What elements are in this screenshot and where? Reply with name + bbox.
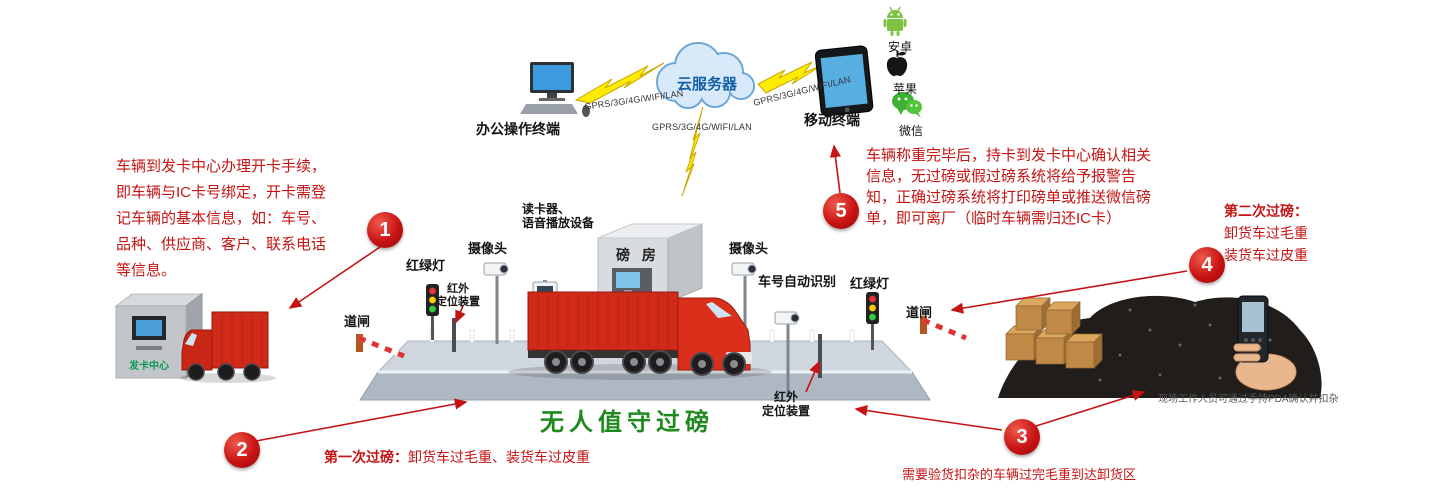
second-weigh-line2: 装货车过皮重 <box>1224 247 1308 263</box>
infrared-right-line1: 红外 <box>774 390 799 404</box>
traffic-light-right-label: 红绿灯 <box>850 276 890 291</box>
infrared-post-right <box>818 334 822 378</box>
main-title: 无人值守过磅 <box>540 409 714 436</box>
infrared-post-left <box>452 318 456 352</box>
infrared-left-label: 红外 定位装置 <box>436 283 480 309</box>
infrared-left-line1: 红外 <box>447 283 469 295</box>
mobile-terminal-label: 移动终端 <box>804 112 860 128</box>
apple-icon <box>886 51 908 76</box>
second-weigh-note: 第二次过磅： 卸货车过毛重 装货车过皮重 <box>1224 200 1308 266</box>
step-circle-3: 3 <box>1004 419 1040 455</box>
barrier-gate-right-icon <box>920 316 967 341</box>
cloud-server-icon <box>656 42 755 109</box>
cloud-server-label: 云服务器 <box>676 76 737 93</box>
first-weigh-heading: 第一次过磅： <box>324 449 408 465</box>
card-center-label: 发卡中心 <box>129 361 169 372</box>
weigh-house <box>597 223 703 303</box>
camera-left-label: 摄像头 <box>468 241 508 256</box>
infrared-right-line2: 定位装置 <box>762 404 811 418</box>
truck-on-scale <box>508 291 772 380</box>
apple-label: 苹果 <box>893 82 918 96</box>
barrier-left-label: 道闸 <box>344 314 371 329</box>
infrared-left-line2: 定位装置 <box>436 296 480 308</box>
cargo-boxes <box>1005 297 1103 369</box>
barrier-gate-left-icon <box>356 334 405 359</box>
step-circle-1: 1 <box>367 212 403 248</box>
anpr-camera-icon <box>774 311 800 396</box>
card-reader-label-line1: 读卡器、 <box>522 202 571 216</box>
truck-at-card-center <box>180 311 276 383</box>
step-circle-2: 2 <box>224 432 260 468</box>
mobile-tablet-icon <box>814 45 874 117</box>
pda-note: 现场工作人员可通过手持PDA确认并扣杂 <box>1158 394 1339 405</box>
second-weigh-line1: 卸货车过毛重 <box>1224 225 1308 241</box>
first-weigh-text: 卸货车过毛重、装货车过皮重 <box>408 449 590 465</box>
android-icon <box>883 6 907 36</box>
step-circle-4: 4 <box>1189 247 1225 283</box>
lightning-bolt-left <box>574 62 665 104</box>
first-weigh-note: 第一次过磅：卸货车过毛重、装货车过皮重 <box>324 446 590 469</box>
step5-note: 车辆称重完毕后，持卡到发卡中心确认相关信息，无过磅或假过磅系统将给予报警告知，正… <box>866 147 1152 227</box>
step-circle-5: 5 <box>823 193 859 229</box>
step1-note: 车辆到发卡中心办理开卡手续，即车辆与IC卡号绑定，开卡需登记车辆的基本信息，如：… <box>116 158 327 279</box>
second-weigh-heading: 第二次过磅： <box>1224 203 1308 219</box>
wechat-label: 微信 <box>899 124 924 138</box>
card-reader-label: 读卡器、 语音播放设备 <box>522 202 594 230</box>
barrier-right-label: 道闸 <box>906 305 933 320</box>
pda-in-hand-icon <box>1233 295 1297 391</box>
step3-note: 需要验货扣杂的车辆过完毛重到达卸货区 <box>902 467 1137 482</box>
flow-arrows <box>255 144 1188 442</box>
camera-left-icon <box>483 262 509 344</box>
camera-right-icon <box>731 262 757 340</box>
camera-right-label: 摄像头 <box>729 241 769 256</box>
infrared-right-label: 红外 定位装置 <box>762 390 810 418</box>
lightning-bolt-down <box>681 106 704 197</box>
office-terminal-label: 办公操作终端 <box>476 121 560 137</box>
traffic-light-right-icon <box>866 292 879 350</box>
anpr-label: 车号自动识别 <box>758 274 837 289</box>
lightning-bolt-right <box>757 61 825 94</box>
card-reader-label-line2: 语音播放设备 <box>522 216 595 230</box>
traffic-light-left-label: 红绿灯 <box>406 258 446 273</box>
office-computer-icon <box>520 62 590 117</box>
traffic-light-left-icon <box>426 284 439 340</box>
weigh-house-label: 磅 房 <box>616 247 660 263</box>
android-label: 安卓 <box>888 40 913 54</box>
wechat-icon <box>892 92 922 118</box>
network-label-center: GPRS/3G/4G/WIFI/LAN <box>652 122 752 132</box>
